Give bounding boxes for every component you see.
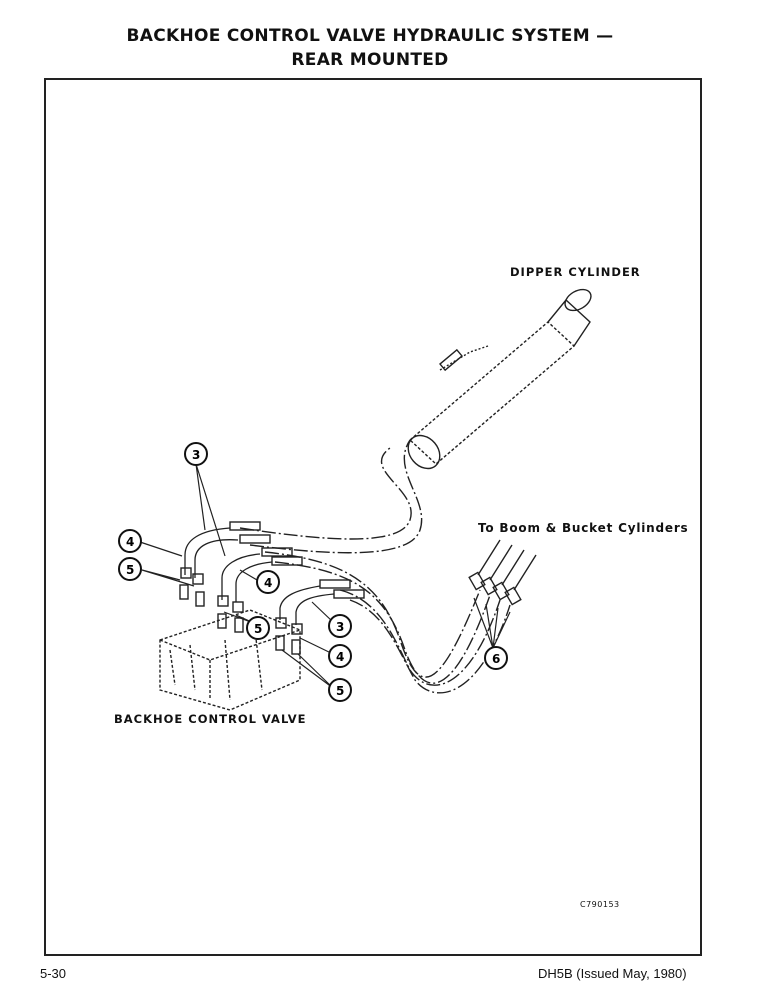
callout-5-left: 5 [118,557,142,581]
callout-3-text: 3 [336,620,344,634]
boom-bucket-label: To Boom & Bucket Cylinders [478,521,689,535]
diagram-frame [44,78,702,956]
callout-4-right: 4 [328,644,352,668]
callout-5-right: 5 [328,678,352,702]
page-number: 5-30 [40,966,67,981]
dipper-hoses [239,439,423,554]
page-title-line-2: REAR MOUNTED [291,50,449,70]
hose-ends [468,539,537,606]
callout-3-top: 3 [184,442,208,466]
callout-3-right: 3 [328,614,352,638]
control-valve-label: BACKHOE CONTROL VALVE [114,712,307,726]
steel-tubes [184,527,335,625]
page-title-line-1: BACKHOE CONTROL VALVE HYDRAULIC SYSTEM — [126,26,614,46]
callout-5-text: 5 [336,684,344,698]
callout-5-middle: 5 [246,616,270,640]
control-valve-body [159,609,301,711]
callout-4-left: 4 [118,529,142,553]
callout-6: 6 [484,646,508,670]
callout-4-middle: 4 [256,570,280,594]
boom-bucket-hoses [264,551,511,694]
callout-5-text: 5 [254,622,262,636]
callout-6-text: 6 [492,652,500,666]
callout-3-text: 3 [192,448,200,462]
callout-4-text: 4 [336,650,344,664]
callout-4-text: 4 [126,535,134,549]
dipper-cylinder-label: DIPPER CYLINDER [510,265,641,279]
dipper-cylinder [407,288,592,470]
document-reference: DH5B (Issued May, 1980) [538,966,687,981]
figure-code: C790153 [580,900,620,909]
leader-lines [139,463,511,689]
callout-4-text: 4 [264,576,272,590]
callout-5-text: 5 [126,563,134,577]
